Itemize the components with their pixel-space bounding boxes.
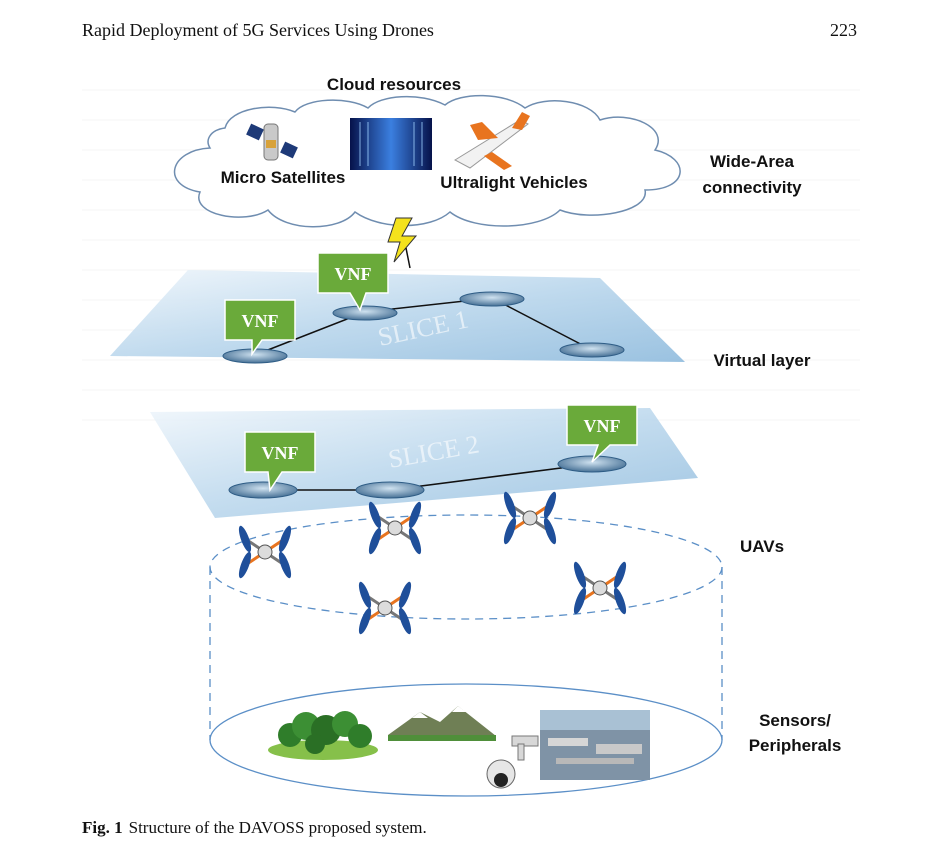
vnf-label: VNF bbox=[335, 264, 372, 284]
running-head: Rapid Deployment of 5G Services Using Dr… bbox=[82, 20, 857, 44]
cloud-item-satellites: Micro Satellites bbox=[221, 168, 346, 187]
harbor-photo bbox=[540, 710, 650, 780]
slice-2-node bbox=[228, 481, 298, 499]
vnf-callout: VNF bbox=[317, 252, 389, 312]
running-title: Rapid Deployment of 5G Services Using Dr… bbox=[82, 20, 434, 40]
caption-text: Structure of the DAVOSS proposed system. bbox=[128, 818, 427, 837]
layer-label-wide-area-2: connectivity bbox=[702, 178, 802, 197]
slice-2-node bbox=[557, 455, 627, 473]
vnf-callout: VNF bbox=[244, 431, 316, 493]
drone-icon bbox=[238, 525, 292, 579]
layer-label-uavs: UAVs bbox=[740, 537, 784, 556]
vnf-callout: VNF bbox=[224, 299, 296, 357]
slice-1-node bbox=[332, 305, 398, 321]
ground-ellipse bbox=[209, 683, 723, 797]
cloud-title: Cloud resources bbox=[327, 75, 461, 94]
slice-2-node bbox=[355, 481, 425, 499]
link-line bbox=[405, 247, 411, 269]
vnf-label: VNF bbox=[262, 443, 299, 463]
system-diagram: Cloud resources Micro Satellites Ultrali… bbox=[82, 75, 860, 797]
vnf-label: VNF bbox=[584, 416, 621, 436]
lightning-icon bbox=[387, 217, 418, 263]
slice-1-node bbox=[222, 348, 288, 364]
layer-label-wide-area: Wide-Area bbox=[710, 152, 794, 171]
drone-icon bbox=[368, 501, 422, 555]
slice-1-node bbox=[559, 342, 625, 358]
page-number: 223 bbox=[830, 20, 857, 40]
drone-icon bbox=[358, 581, 412, 635]
figure-1: Cloud resources Micro Satellites Ultrali… bbox=[82, 62, 872, 807]
cloud-item-vehicles: Ultralight Vehicles bbox=[440, 173, 587, 192]
mountain-icon bbox=[388, 706, 496, 741]
data-center-icon bbox=[350, 118, 432, 170]
figure-caption: Fig. 1 Structure of the DAVOSS proposed s… bbox=[82, 818, 427, 838]
satellite-icon bbox=[246, 123, 298, 161]
security-camera-icon bbox=[486, 735, 539, 789]
vnf-label: VNF bbox=[242, 311, 279, 331]
airplane-icon bbox=[453, 112, 530, 170]
slice-1-node bbox=[459, 291, 525, 307]
slice-1-links bbox=[254, 297, 593, 356]
layer-label-sensors: Sensors/ bbox=[759, 711, 831, 730]
forest-icon bbox=[268, 711, 378, 760]
vnf-callout: VNF bbox=[566, 404, 638, 463]
uav-cylinder bbox=[209, 514, 723, 740]
layer-label-peripherals: Peripherals bbox=[749, 736, 842, 755]
drone-icon bbox=[573, 561, 627, 615]
layer-label-virtual: Virtual layer bbox=[713, 351, 810, 370]
drone-icon bbox=[503, 491, 557, 545]
caption-number: Fig. 1 bbox=[82, 818, 123, 837]
